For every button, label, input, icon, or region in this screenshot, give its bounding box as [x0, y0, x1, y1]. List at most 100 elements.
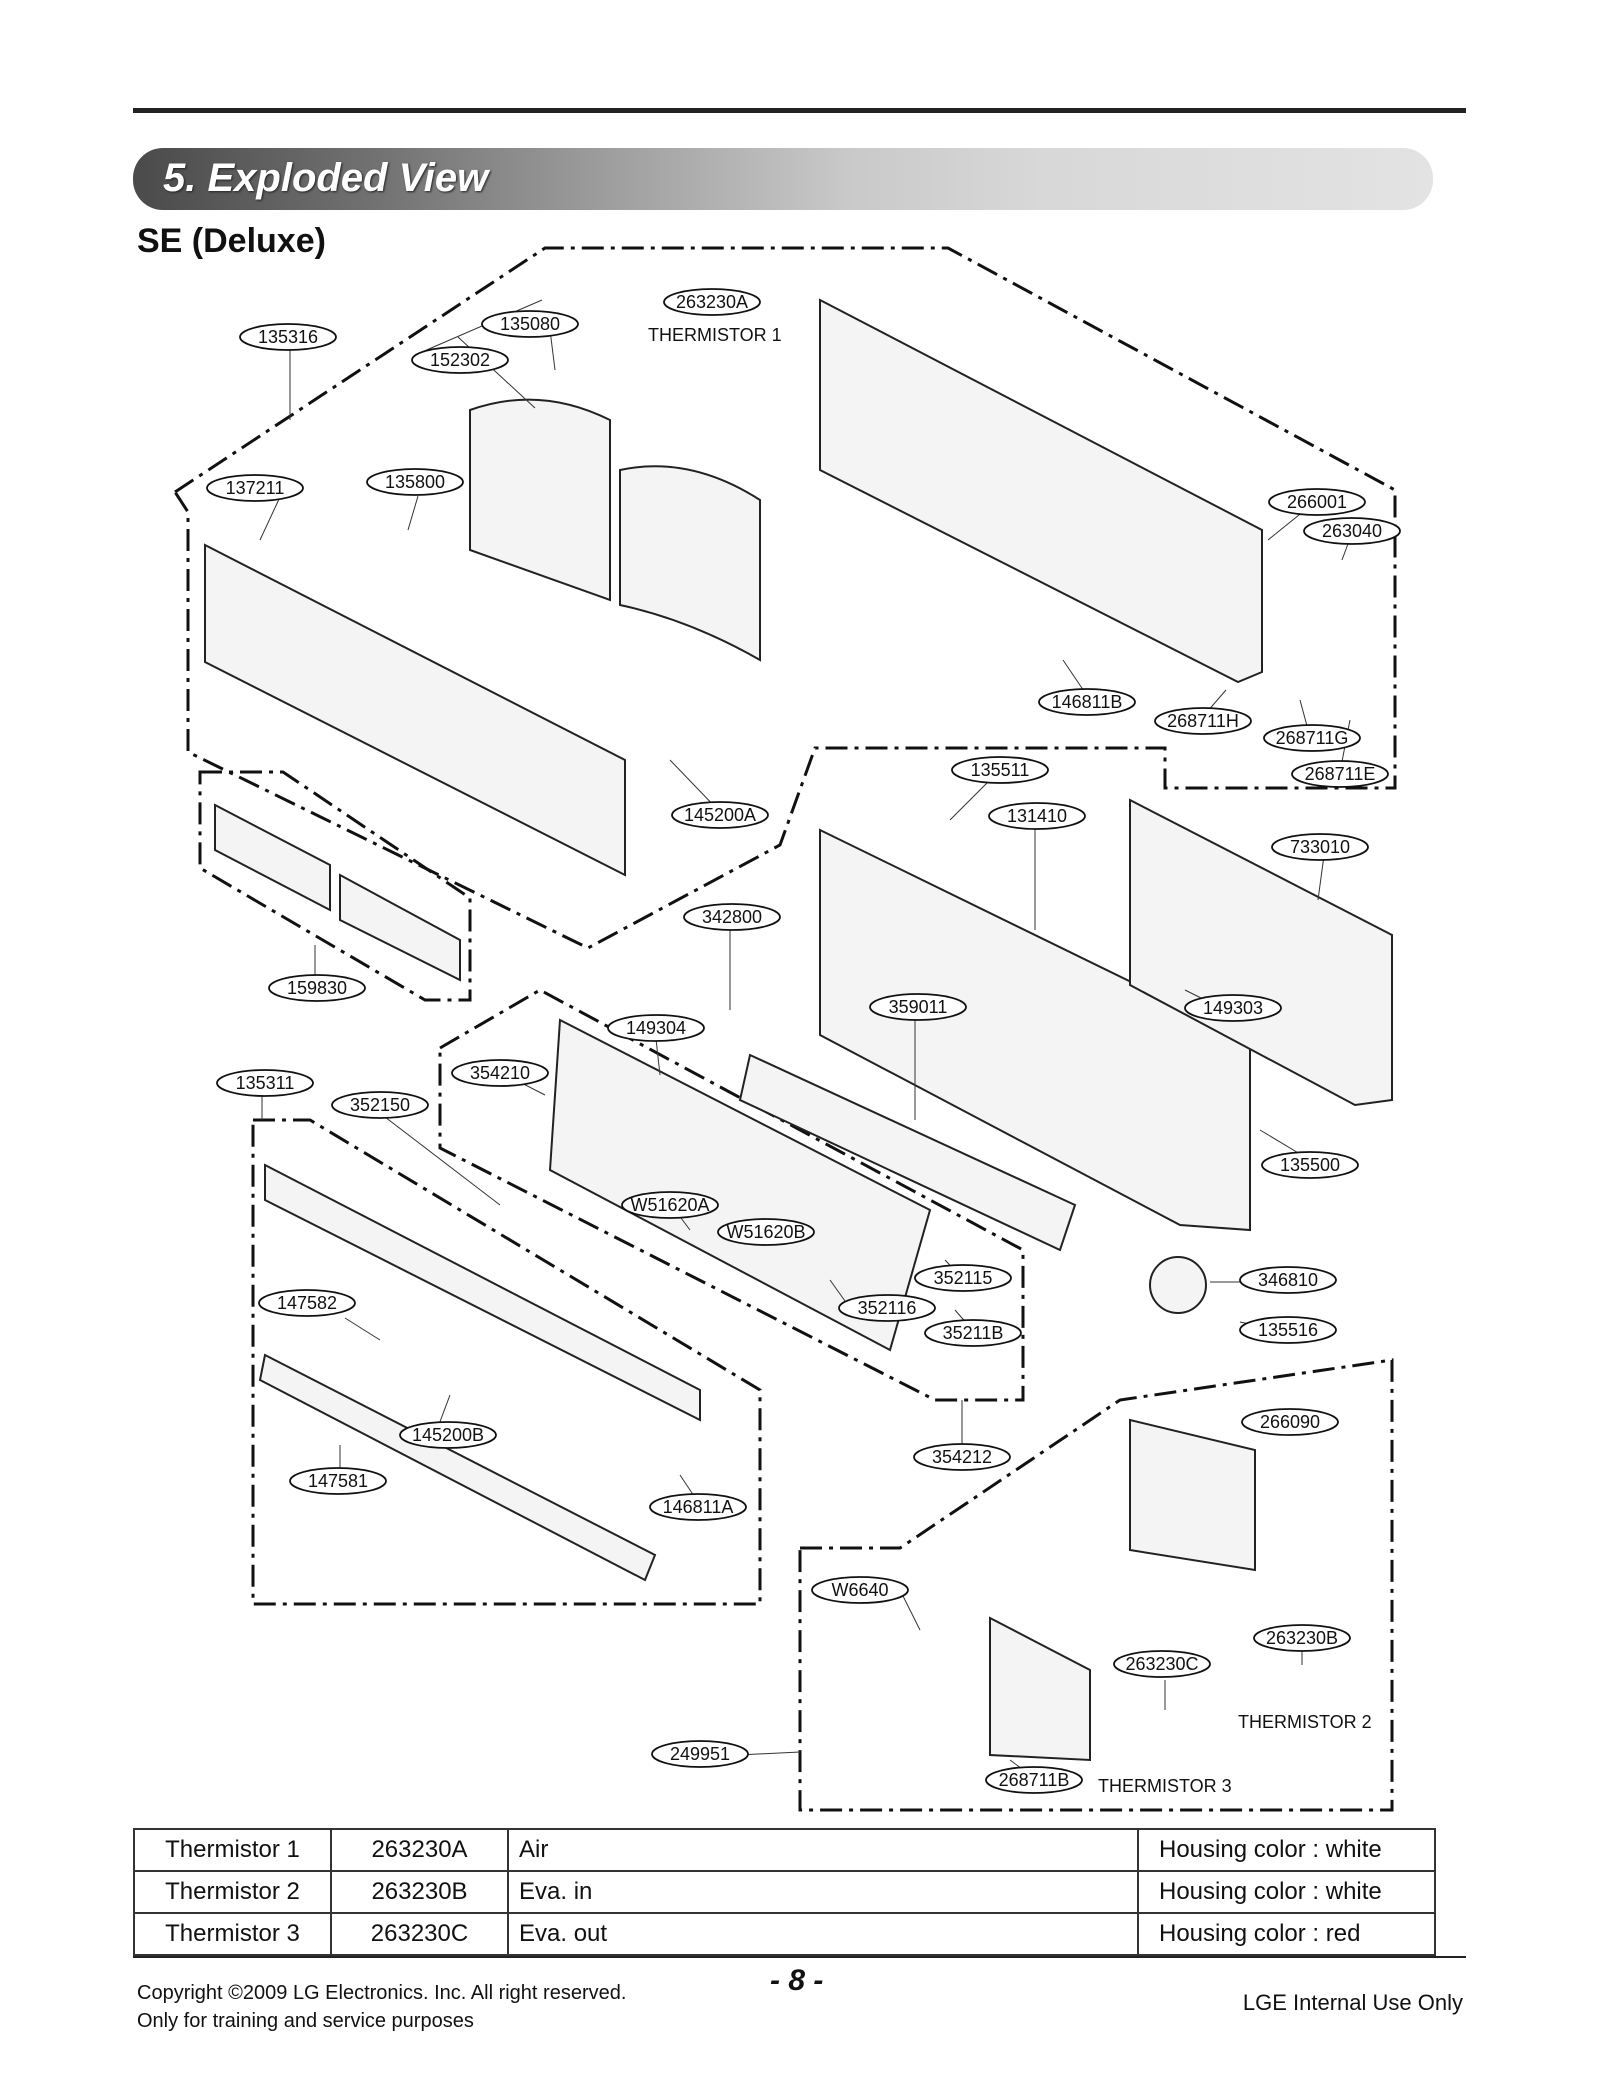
callout-135511: 135511	[951, 756, 1049, 784]
callout-label: 352115	[934, 1268, 993, 1288]
callout-oval	[1253, 1624, 1351, 1652]
callout-149304: 149304	[607, 1014, 705, 1042]
callout-label: 263040	[1322, 521, 1382, 541]
table-cell: Air	[507, 1828, 1139, 1872]
callout-354210: 354210	[451, 1059, 549, 1087]
callout-label: 354212	[932, 1447, 992, 1467]
callout-label: 263230B	[1266, 1628, 1338, 1648]
callout-oval	[1291, 760, 1389, 788]
callout-oval	[1261, 1151, 1359, 1179]
callout-145200a: 145200A	[671, 801, 769, 829]
callout-label: W51620A	[630, 1195, 709, 1215]
callout-label: 147582	[277, 1293, 337, 1313]
callout-135311: 135311	[216, 1069, 314, 1097]
callout-oval	[481, 310, 579, 338]
callout-oval	[651, 1740, 749, 1768]
evaporator-outline	[548, 1018, 932, 1352]
callout-oval	[811, 1576, 909, 1604]
callout-label: 35211B	[943, 1323, 1004, 1343]
callout-149303: 149303	[1184, 994, 1282, 1022]
callout-346810: 346810	[1239, 1266, 1337, 1294]
callout-oval	[671, 801, 769, 829]
callout-label: W51620B	[726, 1222, 805, 1242]
callout-135516: 135516	[1239, 1316, 1337, 1344]
callout-label: 135316	[258, 327, 318, 347]
callout-oval	[1239, 1316, 1337, 1344]
callout-131410: 131410	[988, 802, 1086, 830]
callout-label: 146811A	[663, 1497, 734, 1517]
callout-label: 354210	[470, 1063, 530, 1083]
callout-137211: 137211	[206, 474, 304, 502]
callout-268711e: 268711E	[1291, 760, 1389, 788]
callout-w51620b: W51620B	[717, 1218, 815, 1246]
callout-label: 145200A	[684, 805, 756, 825]
callout-oval	[268, 974, 366, 1002]
callout-oval	[258, 1289, 356, 1317]
callout-label: 152302	[430, 350, 490, 370]
callout-352150: 352150	[331, 1091, 429, 1119]
callout-label: 131410	[1007, 806, 1067, 826]
back-plate-outline	[1129, 798, 1393, 1107]
side-grille-outline	[214, 803, 331, 912]
callout-147581: 147581	[289, 1467, 387, 1495]
top-rule	[133, 108, 1466, 113]
callout-label: 342800	[702, 907, 762, 927]
callout-label: 135311	[236, 1073, 295, 1093]
callout-135800: 135800	[366, 468, 464, 496]
callout-159830: 159830	[268, 974, 366, 1002]
table-cell: 263230C	[330, 1912, 509, 1956]
callout-oval	[1184, 994, 1282, 1022]
motor-outline	[1149, 1256, 1208, 1314]
copyright-line-2: Only for training and service purposes	[137, 2010, 474, 2032]
group-boundary-grille	[198, 770, 472, 1002]
blower-fan-outline	[738, 1053, 1077, 1252]
callout-label: 263230A	[676, 292, 748, 312]
callout-oval	[924, 1319, 1022, 1347]
callout-oval	[411, 346, 509, 374]
callout-oval	[1263, 724, 1361, 752]
callout-label: 135500	[1280, 1155, 1340, 1175]
table-cell: Thermistor 2	[133, 1870, 332, 1914]
callout-oval	[1271, 833, 1369, 861]
front-panel-outline	[204, 543, 626, 877]
callout-oval	[717, 1218, 815, 1246]
section-banner: 5. Exploded View	[133, 148, 1433, 210]
callout-w6640: W6640	[811, 1576, 909, 1604]
callout-label: W6640	[831, 1580, 888, 1600]
callout-266001: 266001	[1268, 488, 1366, 516]
callout-oval	[649, 1493, 747, 1521]
table-cell: Eva. in	[507, 1870, 1139, 1914]
callout-352116: 352116	[838, 1294, 936, 1322]
air-filter-right-outline	[619, 465, 761, 662]
callout-263230a: 263230A	[663, 288, 761, 316]
callout-label: 268711E	[1305, 764, 1376, 784]
callout-268711g: 268711G	[1263, 724, 1361, 752]
callout-label: 263230C	[1125, 1654, 1198, 1674]
callout-oval	[289, 1467, 387, 1495]
callout-label: 266090	[1260, 1412, 1320, 1432]
callout-w51620a: W51620A	[621, 1191, 719, 1219]
callout-oval	[1268, 488, 1366, 516]
callout-label: 135511	[971, 760, 1030, 780]
table-cell: 263230B	[330, 1870, 509, 1914]
group-boundary-front	[172, 246, 1397, 950]
callout-352115: 352115	[914, 1264, 1012, 1292]
callout-733010: 733010	[1271, 833, 1369, 861]
callout-oval	[607, 1014, 705, 1042]
callout-label: 268711G	[1276, 728, 1349, 748]
callout-147582: 147582	[258, 1289, 356, 1317]
callout-label: 266001	[1287, 492, 1347, 512]
chassis-outline	[819, 298, 1263, 684]
caption-thermistor-2: THERMISTOR 2	[1238, 1712, 1372, 1732]
callout-label: 359011	[889, 997, 948, 1017]
caption-thermistor-1: THERMISTOR 1	[648, 325, 782, 345]
table-cell: Housing color : white	[1137, 1828, 1436, 1872]
callout-oval	[683, 903, 781, 931]
group-boundary-evaporator	[438, 988, 1025, 1402]
copyright-line-1: Copyright ©2009 LG Electronics. Inc. All…	[137, 1982, 627, 2004]
copyright: Copyright ©2009 LG Electronics. Inc. All…	[137, 1979, 626, 2035]
callout-label: 733010	[1290, 837, 1350, 857]
callout-oval	[1241, 1408, 1339, 1436]
